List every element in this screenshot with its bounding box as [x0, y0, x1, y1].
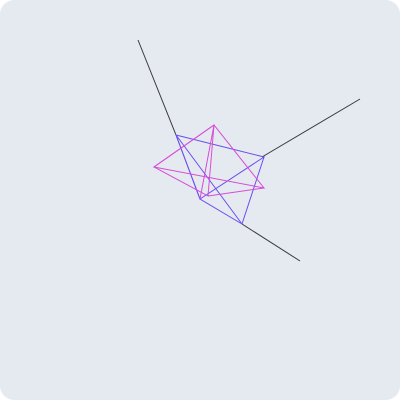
line-upper-left: [137, 39, 177, 136]
star-edge-magenta-d: [207, 187, 265, 197]
star-edge-magenta-c: [199, 124, 215, 200]
star-edge-blue-c: [241, 156, 265, 225]
line-bottom: [241, 223, 301, 262]
line-right: [261, 98, 361, 158]
star-triangle-magenta-b: [153, 123, 215, 197]
